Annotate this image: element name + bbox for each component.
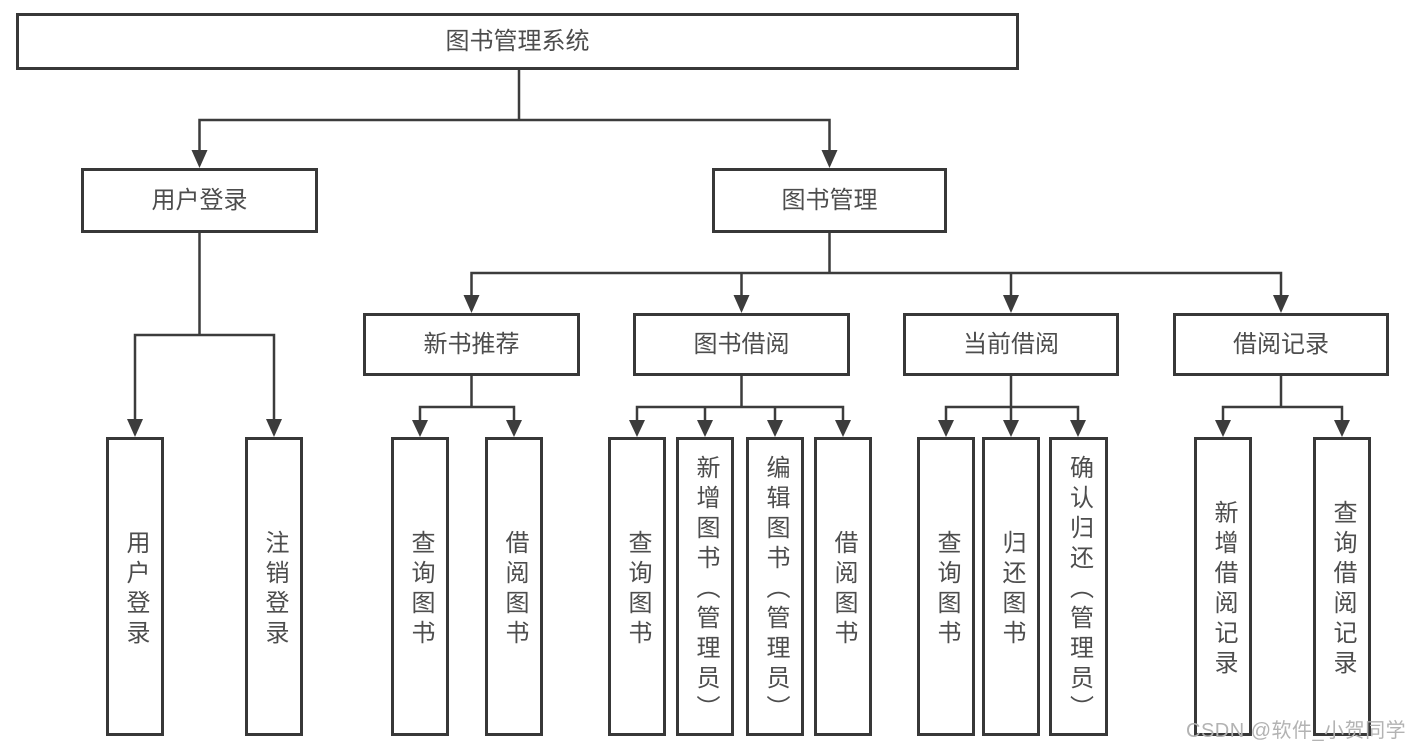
arrowhead	[127, 419, 143, 437]
arrowhead	[1215, 420, 1231, 437]
leaf-add-borrow-record-label: 新增借阅记录	[1210, 499, 1237, 680]
connector-borrow-records-to-leaves	[1221, 374, 1344, 424]
leaf-logout-label: 注销登录	[261, 529, 288, 650]
arrowhead	[266, 419, 282, 437]
node-root-label: 图书管理系统	[445, 27, 590, 55]
connector-root-to-level2	[198, 68, 831, 154]
connector-new-book-recommend-to-leaves	[418, 374, 516, 424]
leaf-query-books-recommend: 查询图书	[391, 437, 449, 736]
leaf-query-books-borrow-label: 查询图书	[624, 529, 651, 650]
watermark: CSDN @软件_小贺同学	[1186, 720, 1405, 742]
arrowhead	[697, 420, 713, 437]
connector-current-borrow-to-leaves	[944, 374, 1080, 424]
leaf-query-books-borrow: 查询图书	[608, 437, 666, 736]
connector-book-borrow-to-leaves	[635, 374, 845, 424]
leaf-user-login: 用户登录	[106, 437, 164, 736]
node-book-borrow-label: 图书借阅	[693, 330, 790, 358]
leaf-borrow-books-recommend-label: 借阅图书	[501, 529, 528, 650]
leaf-edit-book-admin: 编辑图书（管理员）	[746, 437, 804, 736]
node-user-login-label: 用户登录	[151, 186, 248, 214]
leaf-add-borrow-record: 新增借阅记录	[1194, 437, 1252, 736]
arrowhead	[1003, 420, 1019, 437]
arrowhead	[463, 295, 480, 313]
node-user-login: 用户登录	[81, 168, 318, 233]
leaf-edit-book-admin-label: 编辑图书（管理员）	[762, 454, 789, 725]
node-book-management: 图书管理	[712, 168, 947, 233]
leaf-user-login-label: 用户登录	[122, 529, 149, 650]
arrowhead	[1334, 420, 1350, 437]
leaf-logout: 注销登录	[245, 437, 303, 736]
leaf-return-book-label: 归还图书	[998, 529, 1025, 650]
arrowhead	[1070, 420, 1086, 437]
node-borrow-records-label: 借阅记录	[1233, 330, 1329, 358]
node-current-borrow-label: 当前借阅	[963, 330, 1059, 358]
arrowhead	[629, 420, 645, 437]
connector-user-login-to-leaves	[133, 231, 276, 423]
node-borrow-records: 借阅记录	[1173, 313, 1389, 376]
leaf-borrow-books-recommend: 借阅图书	[485, 437, 543, 736]
leaf-confirm-return-admin-label: 确认归还（管理员）	[1065, 454, 1093, 725]
arrowhead	[733, 295, 750, 313]
arrowhead	[821, 150, 838, 168]
arrowhead	[506, 420, 522, 437]
arrowhead	[1273, 295, 1289, 313]
leaf-add-book-admin: 新增图书（管理员）	[676, 437, 734, 736]
node-book-management-label: 图书管理	[781, 186, 878, 214]
arrowhead	[767, 420, 783, 437]
node-new-book-recommend: 新书推荐	[363, 313, 580, 376]
node-book-borrow: 图书借阅	[633, 313, 850, 376]
leaf-query-borrow-record: 查询借阅记录	[1313, 437, 1371, 736]
leaf-query-books-recommend-label: 查询图书	[407, 529, 434, 650]
leaf-borrow-books-2-label: 借阅图书	[830, 529, 857, 650]
arrowhead	[1003, 295, 1019, 313]
node-root: 图书管理系统	[16, 13, 1019, 70]
node-current-borrow: 当前借阅	[903, 313, 1119, 376]
node-new-book-recommend-label: 新书推荐	[423, 330, 520, 358]
connector-book-management-to-level3	[470, 231, 1283, 299]
leaf-confirm-return-admin: 确认归还（管理员）	[1049, 437, 1108, 736]
leaf-add-book-admin-label: 新增图书（管理员）	[692, 454, 719, 725]
leaf-query-books-current-label: 查询图书	[933, 529, 960, 650]
arrowhead	[191, 150, 208, 168]
arrowhead	[835, 420, 851, 437]
leaf-borrow-books-2: 借阅图书	[814, 437, 872, 736]
arrowhead	[412, 420, 428, 437]
leaf-query-borrow-record-label: 查询借阅记录	[1329, 499, 1356, 680]
arrowhead	[938, 420, 954, 437]
leaf-query-books-current: 查询图书	[917, 437, 975, 736]
leaf-return-book: 归还图书	[982, 437, 1040, 736]
